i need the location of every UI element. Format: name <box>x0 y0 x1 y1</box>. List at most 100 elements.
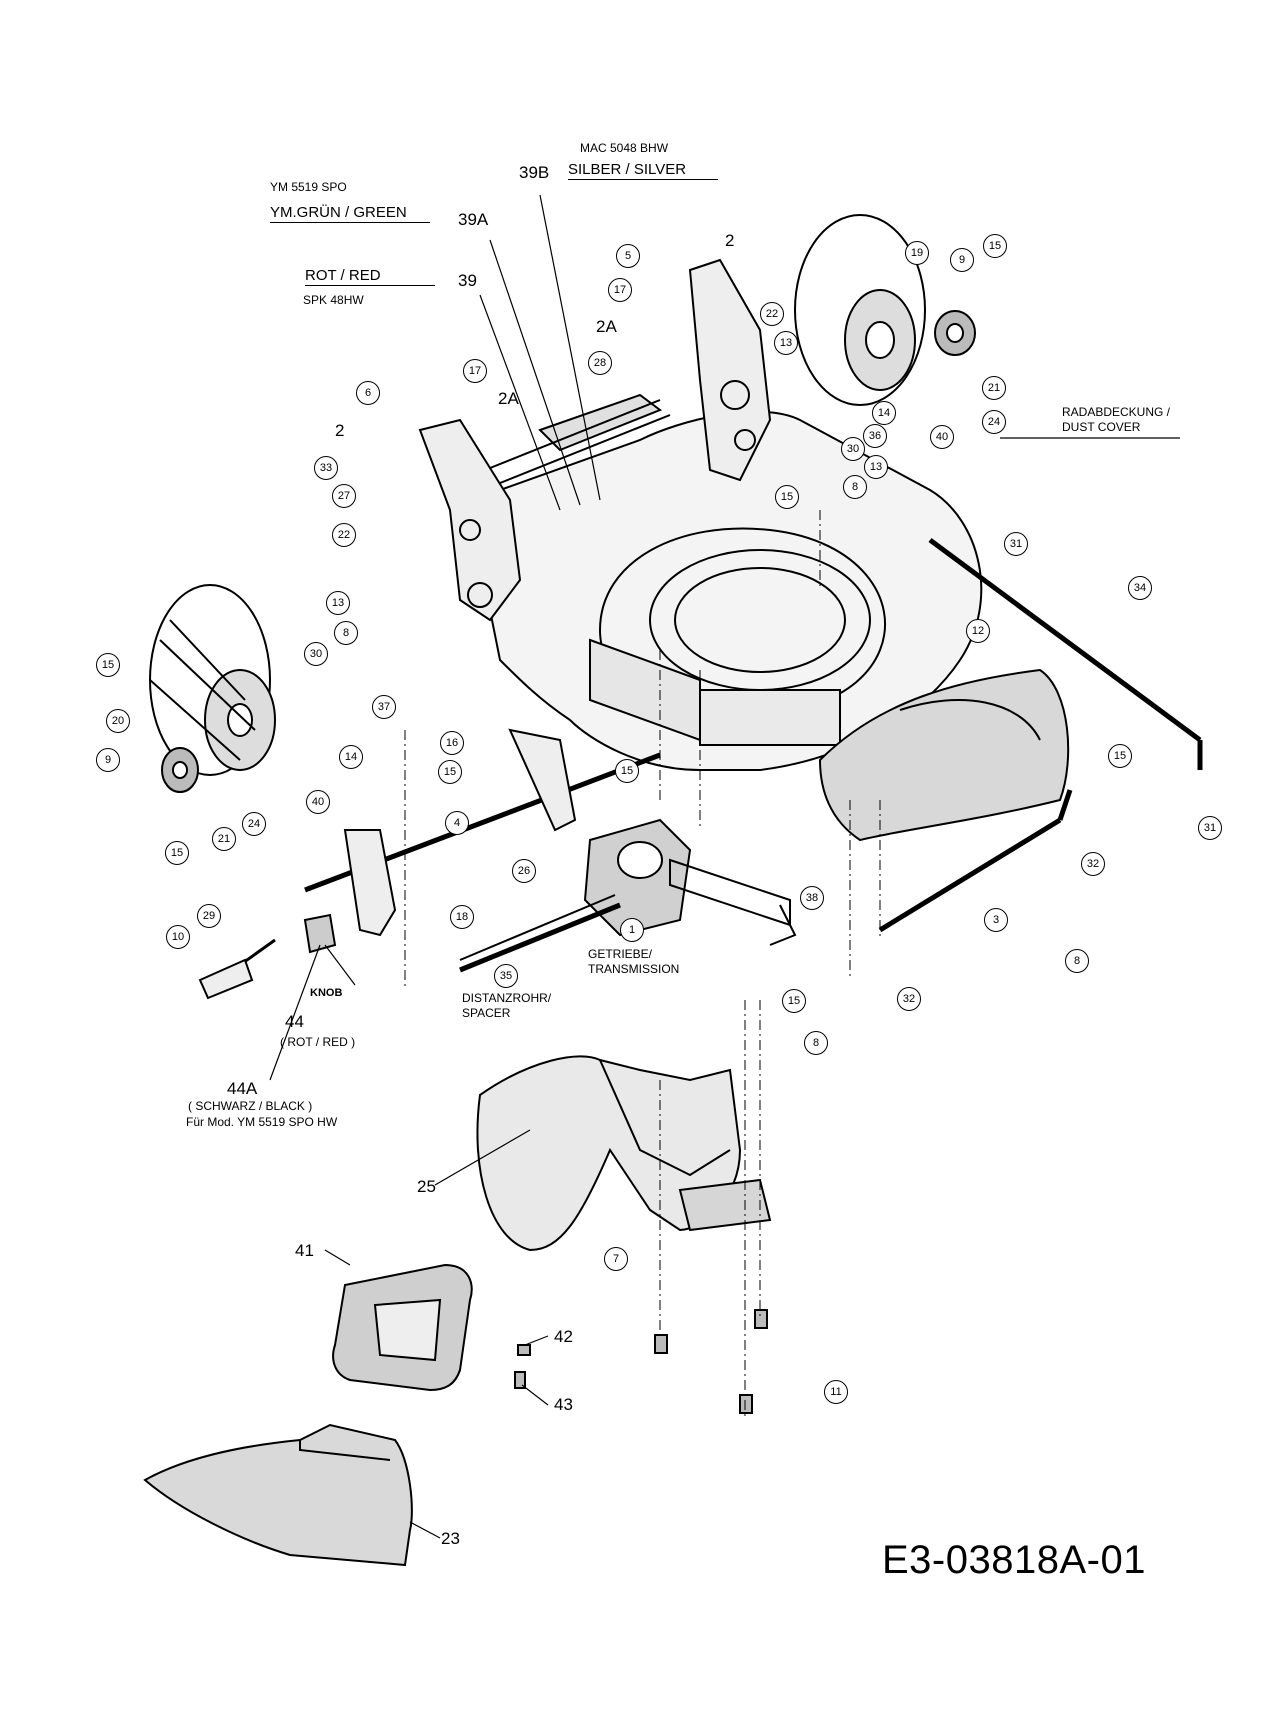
callout-c15h: 15 <box>782 989 806 1013</box>
callout-c40b: 40 <box>306 790 330 814</box>
callout-c21b: 21 <box>212 827 236 851</box>
dust-cover-label-en: DUST COVER <box>1062 420 1141 434</box>
callout-c8b: 8 <box>334 621 358 645</box>
callout-c30a: 30 <box>841 437 865 461</box>
callout-c11: 11 <box>824 1380 848 1404</box>
getriebe-label: GETRIEBE/ <box>588 947 653 961</box>
drawing-number: E3-03818A-01 <box>882 1538 1146 1582</box>
part-44a-label: 44A <box>227 1079 258 1098</box>
callout-c29: 29 <box>197 904 221 928</box>
callout-c32a: 32 <box>1081 852 1105 876</box>
knob-and-cable <box>198 913 337 1000</box>
callout-c18: 18 <box>450 905 474 929</box>
part-25-label: 25 <box>417 1177 436 1196</box>
part-41-label: 41 <box>295 1241 314 1260</box>
callout-c15a: 15 <box>983 234 1007 258</box>
callout-c8a: 8 <box>843 475 867 499</box>
callout-c31a: 31 <box>1004 532 1028 556</box>
dust-cover-label: RADABDECKUNG / <box>1062 405 1171 419</box>
callout-c34: 34 <box>1128 576 1152 600</box>
center-lines <box>404 510 881 1420</box>
callout-c24b: 24 <box>242 812 266 836</box>
callout-c33: 33 <box>314 456 338 480</box>
callout-c8d: 8 <box>804 1031 828 1055</box>
callout-c27: 27 <box>332 484 356 508</box>
rear-flap <box>818 668 1070 842</box>
rear-left-wheel <box>149 584 276 793</box>
callout-c5: 5 <box>616 244 640 268</box>
front-axle-rod <box>878 537 1203 933</box>
callout-c17a: 17 <box>608 278 632 302</box>
transmission-label: TRANSMISSION <box>588 962 680 976</box>
callout-c6: 6 <box>356 381 380 405</box>
part-23-label: 23 <box>441 1529 460 1548</box>
model-ym5519: YM 5519 SPO <box>270 180 347 194</box>
callout-c38: 38 <box>800 886 824 910</box>
callout-c17b: 17 <box>463 359 487 383</box>
part-2a-left: 2A <box>498 389 519 408</box>
part-39a-label: 39A <box>458 210 489 229</box>
callout-c15d: 15 <box>165 841 189 865</box>
callout-c20: 20 <box>106 709 130 733</box>
callout-c15g: 15 <box>1108 744 1132 768</box>
mower-deck <box>459 393 983 771</box>
rear-axle <box>304 728 661 937</box>
left-height-adjuster <box>418 418 522 622</box>
callout-c36: 36 <box>863 424 887 448</box>
model-spk48hw: SPK 48HW <box>303 293 364 307</box>
right-height-adjuster <box>688 258 772 482</box>
part-2a-top: 2A <box>596 317 617 336</box>
callout-c15c: 15 <box>96 653 120 677</box>
callout-c28: 28 <box>588 351 612 375</box>
callout-c14a: 14 <box>872 401 896 425</box>
callout-c19: 19 <box>905 241 929 265</box>
callout-c22a: 22 <box>760 302 784 326</box>
callout-c21a: 21 <box>982 376 1006 400</box>
part-44a-note: ( SCHWARZ / BLACK ) <box>188 1099 313 1113</box>
callout-c30b: 30 <box>304 642 328 666</box>
part-44a-model: Für Mod. YM 5519 SPO HW <box>186 1115 338 1129</box>
callout-c8c: 8 <box>1065 949 1089 973</box>
spacer-label: DISTANZROHR/ <box>462 991 552 1005</box>
color-red-label: ROT / RED <box>305 268 435 286</box>
callout-c13b: 13 <box>864 455 888 479</box>
discharge-chute <box>476 1055 772 1252</box>
callout-c9b: 9 <box>96 748 120 772</box>
part-2-top: 2 <box>725 231 735 250</box>
part-2-left: 2 <box>335 421 345 440</box>
callout-c37: 37 <box>372 695 396 719</box>
callout-c12: 12 <box>966 619 990 643</box>
fasteners <box>514 1309 768 1414</box>
callout-c40a: 40 <box>930 425 954 449</box>
callout-c15b: 15 <box>775 485 799 509</box>
spacer-label-en: SPACER <box>462 1006 511 1020</box>
color-silver-label: SILBER / SILVER <box>568 162 718 180</box>
callout-c3: 3 <box>984 908 1008 932</box>
callout-c9a: 9 <box>950 248 974 272</box>
callout-c26: 26 <box>512 859 536 883</box>
model-mac5048: MAC 5048 BHW <box>580 141 669 155</box>
callout-c13c: 13 <box>326 591 350 615</box>
callout-c15f: 15 <box>615 759 639 783</box>
leader-lines <box>269 194 1180 1539</box>
transmission <box>459 818 797 973</box>
callout-c31b: 31 <box>1198 816 1222 840</box>
callout-c16: 16 <box>440 731 464 755</box>
callout-c22b: 22 <box>332 523 356 547</box>
callout-c10: 10 <box>166 925 190 949</box>
part-39-label: 39 <box>458 271 477 290</box>
callout-c32b: 32 <box>897 987 921 1011</box>
callout-c24a: 24 <box>982 410 1006 434</box>
callout-c15e: 15 <box>438 760 462 784</box>
callout-c1: 1 <box>620 918 644 942</box>
part-39b-label: 39B <box>519 163 550 182</box>
color-green-label: YM.GRÜN / GREEN <box>270 205 430 223</box>
callout-c14b: 14 <box>339 745 363 769</box>
callout-c7: 7 <box>604 1247 628 1271</box>
rear-right-wheel <box>794 214 976 406</box>
mulch-plug <box>332 1263 473 1392</box>
knob-label: KNOB <box>310 987 343 999</box>
callout-c13a: 13 <box>774 331 798 355</box>
callout-c35: 35 <box>494 964 518 988</box>
